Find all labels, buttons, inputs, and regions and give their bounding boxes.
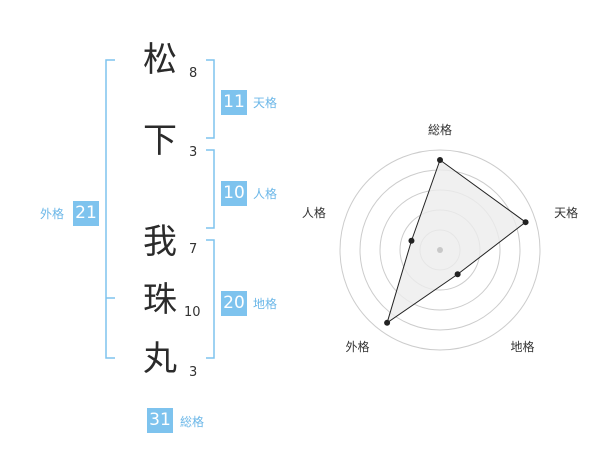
gaikaku-value: 21	[73, 201, 99, 226]
jinkaku-bracket	[206, 149, 215, 229]
chikaku-bracket	[206, 239, 215, 359]
gaikaku-bracket	[105, 59, 115, 359]
stroke-count-2: 3	[189, 145, 198, 160]
gaikaku-label: 外格	[40, 207, 65, 221]
chikaku-label: 地格	[253, 297, 278, 311]
radar-center-dot	[437, 247, 443, 253]
radar-point-2	[522, 219, 529, 226]
radar-axis-label-1: 総格	[428, 122, 452, 137]
soukaku-label: 総格	[180, 415, 205, 429]
chikaku-value: 20	[221, 291, 247, 316]
tenkaku-value: 11	[221, 90, 247, 115]
tenkaku-bracket	[206, 59, 215, 139]
name-char-2: 下	[143, 121, 177, 161]
stroke-count-3: 7	[189, 242, 198, 257]
name-char-3: 我	[143, 222, 177, 262]
radar-axis-label-4: 外格	[345, 339, 369, 354]
radar-point-4	[384, 319, 391, 326]
stroke-count-5: 3	[189, 365, 198, 380]
name-char-1: 松	[143, 40, 177, 80]
radar-axis-label-5: 人格	[302, 205, 326, 220]
radar-area	[386, 159, 527, 325]
name-char-4: 珠	[143, 280, 177, 320]
radar-point-5	[408, 237, 415, 244]
radar-axis-label-2: 天格	[554, 205, 578, 220]
stroke-count-4: 10	[184, 305, 201, 320]
tenkaku-label: 天格	[253, 96, 278, 110]
soukaku-value: 31	[147, 408, 173, 433]
radar-point-3	[454, 271, 461, 278]
radar-point-1	[437, 157, 443, 163]
radar-ring-5	[339, 149, 541, 351]
stroke-count-1: 8	[189, 66, 198, 81]
radar-axis-label-3: 地格	[511, 339, 535, 354]
jinkaku-value: 10	[221, 181, 247, 206]
jinkaku-label: 人格	[253, 187, 278, 201]
name-char-5: 丸	[143, 339, 177, 379]
